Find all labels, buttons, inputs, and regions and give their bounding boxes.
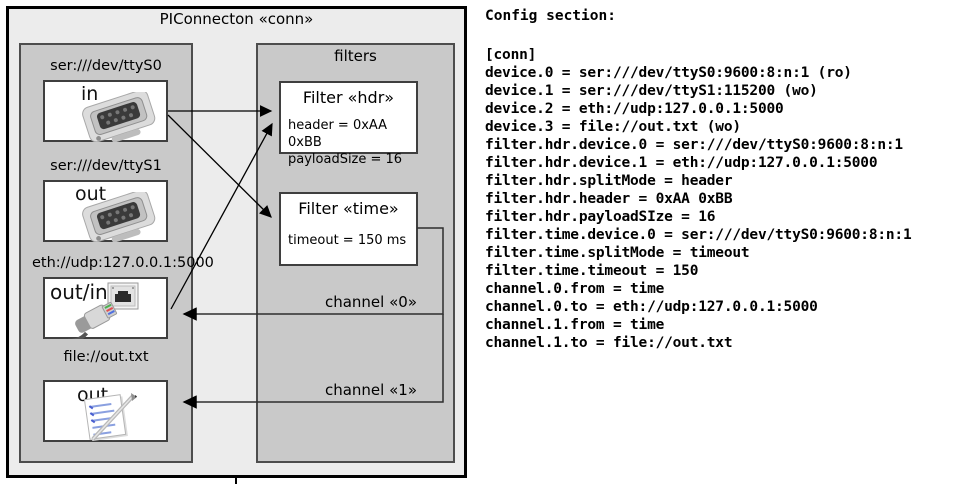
channel-0-label: channel «0» — [324, 293, 417, 311]
config-line: filter.time.device.0 = ser:///dev/ttyS0:… — [485, 227, 912, 243]
notepad-image — [83, 393, 137, 441]
filter-property: payloadSize = 16 — [288, 152, 403, 167]
bottom-tick-mark — [235, 475, 237, 484]
config-line: filter.hdr.header = 0xAA 0xBB — [485, 191, 733, 207]
filter-properties: timeout = 150 ms — [288, 232, 416, 249]
config-line: filter.hdr.splitMode = header — [485, 173, 733, 189]
config-line: filter.time.timeout = 150 — [485, 263, 699, 279]
config-line: channel.1.from = time — [485, 317, 665, 333]
config-line: device.3 = file://out.txt (wo) — [485, 119, 741, 135]
config-lines: [conn] device.0 = ser:///dev/ttyS0:9600:8… — [485, 47, 960, 353]
config-line: channel.0.to = eth://udp:127.0.0.1:5000 — [485, 299, 818, 315]
filter-box-time: Filter «time» timeout = 150 ms — [279, 192, 418, 266]
config-line: device.2 = eth://udp:127.0.0.1:5000 — [485, 101, 784, 117]
diagram-title: PIConnecton «conn» — [159, 10, 314, 28]
filter-property: header = 0xAA 0xBB — [288, 118, 388, 150]
device-url-label: ser:///dev/ttyS1 — [50, 158, 162, 174]
ethernet-jack-icon — [107, 282, 139, 310]
filters-panel-title: filters — [334, 47, 377, 65]
device-url-label: eth://udp:127.0.0.1:5000 — [32, 255, 214, 271]
device-port-label: out/in — [50, 280, 108, 304]
config-line: filter.hdr.device.1 = eth://udp:127.0.0.… — [485, 155, 878, 171]
filter-box-hdr: Filter «hdr» header = 0xAA 0xBB payloadSi… — [279, 81, 418, 167]
config-line: device.0 = ser:///dev/ttyS0:9600:8:n:1 (… — [485, 65, 852, 81]
config-heading: Config section: — [485, 8, 616, 24]
config-line: filter.hdr.device.0 = ser:///dev/ttyS0:9… — [485, 137, 903, 153]
channel-1-label: channel «1» — [324, 381, 417, 399]
config-line: filter.time.splitMode = timeout — [485, 245, 750, 261]
filter-property: timeout = 150 ms — [288, 233, 407, 248]
device-box-eth: out/in — [43, 277, 168, 339]
config-section: Config section: [conn] device.0 = ser:///… — [485, 8, 960, 353]
device-box-ttys1: out — [43, 180, 168, 242]
serial-connector-image — [82, 92, 156, 142]
filter-title: Filter «hdr» — [302, 88, 395, 107]
config-line: [conn] — [485, 47, 537, 63]
filter-properties: header = 0xAA 0xBB payloadSize = 16 — [288, 117, 416, 168]
device-box-ttys0: in — [43, 80, 168, 142]
config-line: filter.hdr.payloadSIze = 16 — [485, 209, 716, 225]
config-line: channel.1.to = file://out.txt — [485, 335, 733, 351]
device-port-label: out — [75, 183, 107, 205]
ethernet-cable-image — [67, 301, 118, 339]
device-url-label: file://out.txt — [63, 349, 149, 365]
device-box-file: out — [43, 380, 168, 442]
device-url-label: ser:///dev/ttyS0 — [50, 58, 162, 74]
config-line: channel.0.from = time — [485, 281, 665, 297]
serial-connector-image — [82, 192, 156, 242]
config-line: device.1 = ser:///dev/ttyS1:115200 (wo) — [485, 83, 818, 99]
filter-title: Filter «time» — [298, 199, 399, 218]
device-port-label: in — [81, 83, 99, 105]
